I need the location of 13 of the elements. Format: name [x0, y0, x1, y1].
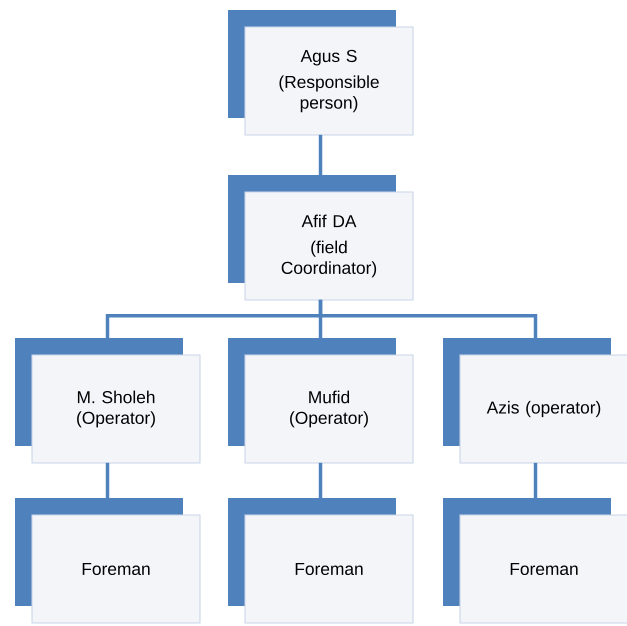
connector-line [106, 462, 110, 498]
org-box: Agus S (Responsible person) [228, 10, 414, 136]
connector-line [318, 134, 322, 176]
org-box: M. Sholeh (Operator) [15, 338, 201, 464]
connector-line [318, 300, 538, 338]
org-box: Afif DA (field Coordinator) [228, 175, 414, 301]
org-box: Mufid (Operator) [228, 338, 414, 464]
connector-line [318, 462, 322, 498]
connector-line [534, 462, 538, 498]
org-box: Azis (operator) [443, 338, 627, 464]
org-box: Foreman [443, 498, 627, 624]
org-box: Foreman [228, 498, 414, 624]
org-box: Foreman [15, 498, 201, 624]
